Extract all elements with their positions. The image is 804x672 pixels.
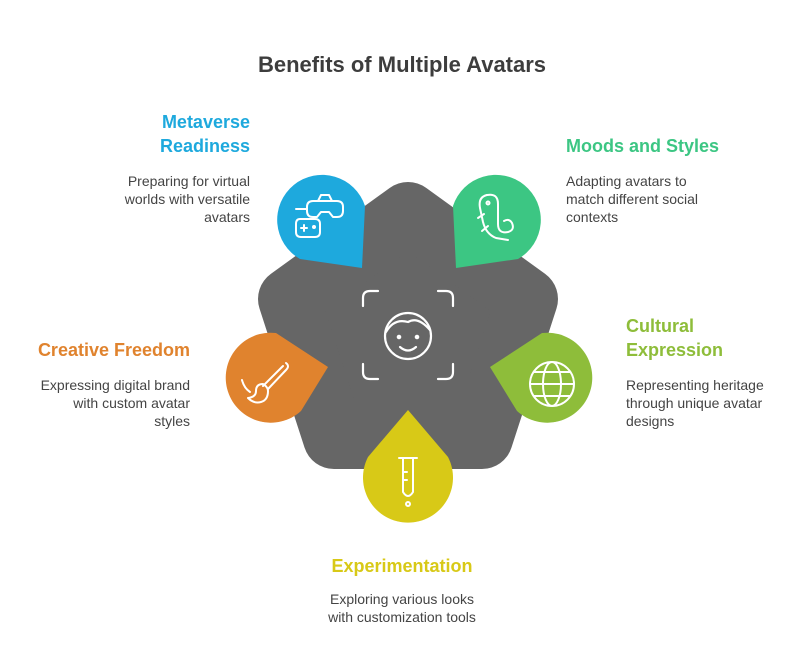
moods-petal	[453, 174, 541, 268]
experimentation-description: Exploring various looks with customizati…	[328, 591, 476, 625]
experiment-petal	[363, 410, 454, 523]
creative-heading: Creative Freedom	[37, 340, 190, 360]
page-title: Benefits of Multiple Avatars	[257, 52, 547, 77]
chameleon-icon	[477, 193, 514, 241]
paintbrush-icon	[241, 362, 289, 404]
metaverse-heading: Metaverse Readiness	[159, 112, 250, 156]
vr-headset-gamepad-icon	[295, 194, 344, 238]
metaverse-petal	[277, 174, 365, 268]
moods-description: Adapting avatars to match different soci…	[566, 173, 699, 225]
metaverse-description: Preparing for virtual worlds with versat…	[124, 173, 250, 225]
test-tube-icon	[398, 457, 418, 507]
experimentation-heading: Experimentation	[331, 556, 473, 576]
globe-icon	[529, 361, 575, 407]
cultural-heading: Cultural Expression	[626, 316, 724, 360]
moods-heading: Moods and Styles	[566, 136, 720, 156]
avatar-face-icon	[361, 289, 455, 381]
creative-description: Expressing digital brand with custom ava…	[40, 377, 190, 429]
cultural-description: Representing heritage through unique ava…	[626, 377, 764, 429]
